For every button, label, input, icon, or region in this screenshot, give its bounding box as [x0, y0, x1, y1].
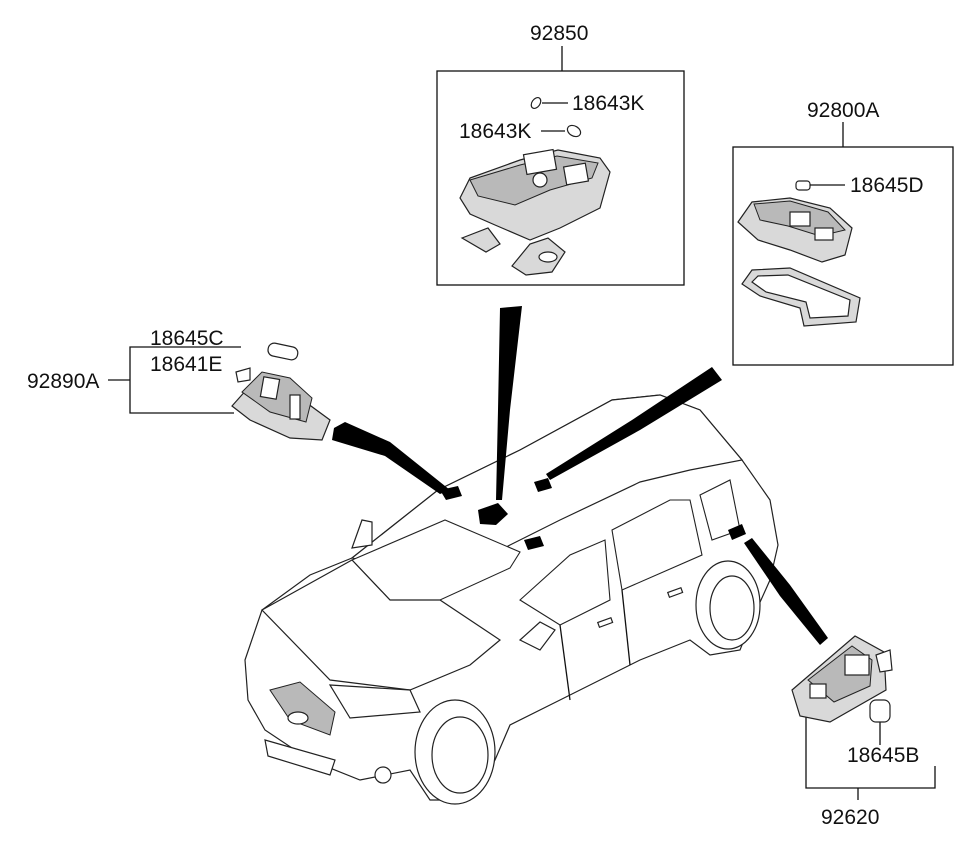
label-92850: 92850 [530, 22, 588, 45]
bracket-92620 [805, 716, 936, 789]
bulb-icon-18645b [869, 699, 891, 723]
label-92800a: 92800A [807, 99, 879, 122]
label-18643k-top: 18643K [572, 92, 644, 115]
rear-lamp-group [791, 635, 936, 800]
label-18645b: 18645B [847, 744, 919, 767]
pointer-arrow-room [546, 367, 722, 480]
brand-emblem [287, 711, 309, 725]
label-18645c: 18645C [150, 327, 224, 350]
pointer-arrow-luggage [332, 422, 450, 494]
room-lamp-location-icon [534, 478, 552, 492]
console-lamp-location-icon [478, 503, 508, 525]
rear-lamp-unit [791, 635, 893, 723]
bulb-icon-18645c [267, 342, 299, 361]
label-18643k-bottom: 18643K [459, 120, 531, 143]
label-92890a: 92890A [27, 370, 99, 393]
car-illustration [244, 394, 779, 805]
label-18641e: 18641E [150, 353, 222, 376]
center-lamp-location-icon [524, 536, 544, 550]
bulb-icon-18643k-top [530, 96, 568, 110]
overhead-console-lamp-group [436, 46, 685, 286]
bulb-icon-18643k-bottom [541, 124, 582, 138]
luggage-lamp-group [108, 342, 331, 441]
luggage-lamp-unit [231, 367, 331, 441]
label-18645d: 18645D [850, 174, 924, 197]
room-lamp-group [732, 122, 954, 366]
pointer-arrow-console [496, 306, 522, 500]
bulb-icon-18645d [795, 180, 845, 191]
pointer-arrow-rear [744, 538, 828, 645]
label-92620: 92620 [821, 806, 879, 829]
overhead-console-lamp-unit [459, 148, 611, 276]
rear-lamp-location-icon [728, 524, 746, 540]
room-lamp-unit [737, 197, 861, 327]
overhead-console-box [436, 70, 685, 286]
room-lamp-box [732, 146, 954, 366]
